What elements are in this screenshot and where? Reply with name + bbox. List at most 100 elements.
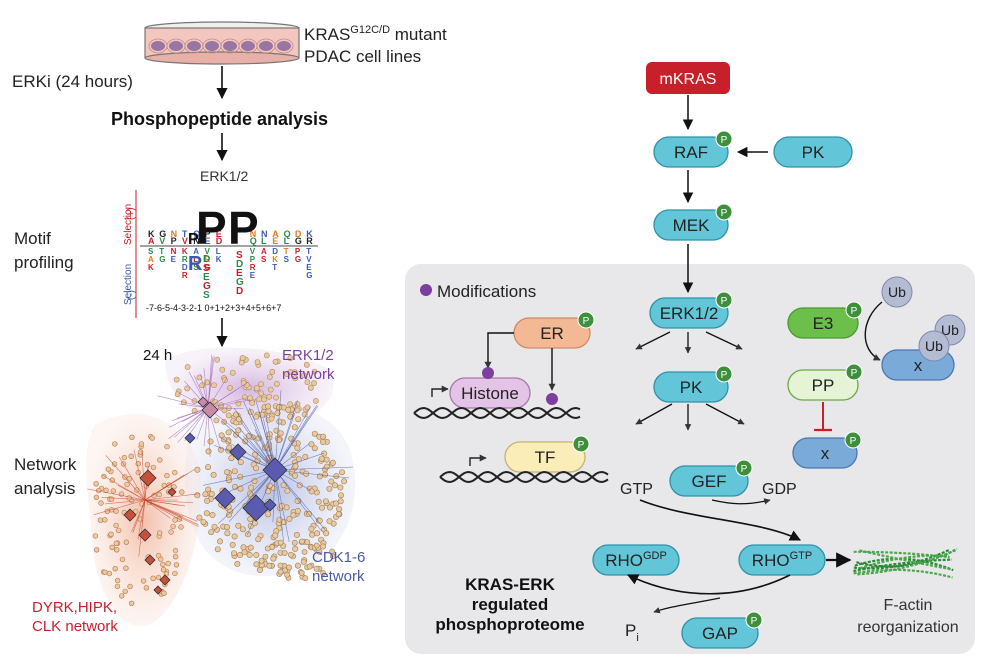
svg-text:S: S <box>203 290 210 301</box>
phosphoproteome-panel <box>405 264 975 654</box>
svg-text:T: T <box>306 247 311 256</box>
svg-text:L: L <box>193 255 198 264</box>
svg-text:Selection: Selection <box>123 204 134 245</box>
svg-text:D: D <box>236 259 243 270</box>
svg-text:L: L <box>261 236 267 246</box>
svg-text:E: E <box>205 236 211 246</box>
svg-text:E: E <box>216 229 222 239</box>
summary-line-1: KRAS-ERK <box>465 575 555 594</box>
svg-text:P: P <box>250 255 256 264</box>
svg-text:S: S <box>148 247 154 256</box>
phospho-badge: P <box>845 363 863 381</box>
svg-text:K: K <box>306 229 313 239</box>
svg-text:K: K <box>182 247 188 256</box>
svg-text:N: N <box>250 229 257 239</box>
svg-text:D: D <box>203 254 210 265</box>
pk-mid-node: PKP <box>653 365 733 403</box>
svg-text:Ub: Ub <box>925 338 943 354</box>
factin-label-2: reorganization <box>857 619 958 636</box>
network-label-1: Network <box>14 455 77 474</box>
svg-text:P: P <box>741 464 748 475</box>
svg-text:P: P <box>850 436 857 447</box>
svg-text:TF: TF <box>535 448 556 467</box>
svg-text:P: P <box>171 236 177 246</box>
histone-node: Histone <box>449 377 531 409</box>
svg-text:P: P <box>721 208 728 219</box>
mkras-node <box>646 62 730 94</box>
erki-label: ERKi (24 hours) <box>12 72 133 91</box>
svg-text:R: R <box>182 255 188 264</box>
svg-text:GEF: GEF <box>692 472 727 491</box>
svg-text:x: x <box>914 356 923 375</box>
svg-text:PK: PK <box>680 378 703 397</box>
svg-text:E: E <box>250 271 256 280</box>
svg-text:D: D <box>236 286 243 297</box>
ubiquitin: Ub <box>881 276 913 308</box>
phospho-badge: P <box>844 431 862 449</box>
svg-text:Selection: Selection <box>123 264 134 305</box>
svg-text:G: G <box>203 281 211 292</box>
svg-text:RAF: RAF <box>674 143 708 162</box>
svg-text:P: P <box>188 231 199 248</box>
svg-text:N: N <box>171 247 177 256</box>
erk-network-label-2: network <box>282 366 335 383</box>
svg-text:P: P <box>578 440 585 451</box>
svg-text:A: A <box>272 229 279 239</box>
svg-text:V: V <box>159 236 165 246</box>
svg-text:T: T <box>182 229 188 239</box>
x-phospho-node: xP <box>792 431 862 469</box>
dyrk-network-label-1: DYRK,HIPK, <box>32 599 117 616</box>
svg-text:D: D <box>295 229 302 239</box>
svg-text:x: x <box>821 444 830 463</box>
gef-node: GEF P <box>669 459 753 497</box>
gdp-label: GDP <box>762 481 797 498</box>
svg-text:Q: Q <box>193 229 200 239</box>
svg-text:R: R <box>188 253 203 275</box>
pk-top-node: PK <box>773 136 853 168</box>
tf-node: TF P <box>504 435 590 473</box>
svg-text:GAP: GAP <box>702 624 738 643</box>
svg-text:PP: PP <box>812 376 835 395</box>
cell-line-label: KRASG12C/D mutant <box>304 24 447 44</box>
svg-text:A: A <box>148 236 155 246</box>
motif-label-1: Motif <box>14 229 51 248</box>
cell-dish <box>144 21 300 65</box>
er-node: ERP <box>513 311 595 349</box>
svg-text:S: S <box>236 250 243 261</box>
svg-text:Ub: Ub <box>941 322 959 338</box>
svg-text:A: A <box>148 255 154 264</box>
phospho-badge: P <box>715 203 733 221</box>
time-label: 24 h <box>143 347 172 364</box>
phosphopeptide-label: Phosphopeptide analysis <box>111 109 328 129</box>
svg-text:ERK1/2: ERK1/2 <box>660 304 719 323</box>
svg-text:Ub: Ub <box>888 284 906 300</box>
dna-strand-top <box>413 385 581 420</box>
pp-node: PPP <box>787 363 863 401</box>
svg-text:G: G <box>159 255 165 264</box>
svg-text:RHOGDP: RHOGDP <box>605 550 667 570</box>
ubiquitin: Ub <box>918 330 950 362</box>
svg-text:Q: Q <box>284 229 291 239</box>
svg-text:N: N <box>171 229 178 239</box>
svg-text:PK: PK <box>802 143 825 162</box>
e3-node: E3P <box>787 301 863 339</box>
svg-text:P: P <box>295 247 301 256</box>
svg-text:P: P <box>851 368 858 379</box>
svg-text:T: T <box>284 247 289 256</box>
svg-text:(-): (-) <box>126 290 137 300</box>
dyrk-network-label-2: CLK network <box>32 618 118 635</box>
svg-text:T: T <box>272 263 277 272</box>
svg-text:V: V <box>205 247 211 256</box>
svg-text:R: R <box>182 271 188 280</box>
svg-text:E: E <box>306 263 312 272</box>
phospho-badge: P <box>845 301 863 319</box>
svg-text:N: N <box>193 236 200 246</box>
svg-text:E: E <box>236 268 243 279</box>
svg-text:Histone: Histone <box>461 384 519 403</box>
svg-text:P: P <box>583 316 590 327</box>
phospho-badge: P <box>735 459 753 477</box>
modifications-label: Modifications <box>437 282 536 301</box>
svg-text:P: P <box>228 202 259 254</box>
svg-text:G: G <box>205 263 211 272</box>
